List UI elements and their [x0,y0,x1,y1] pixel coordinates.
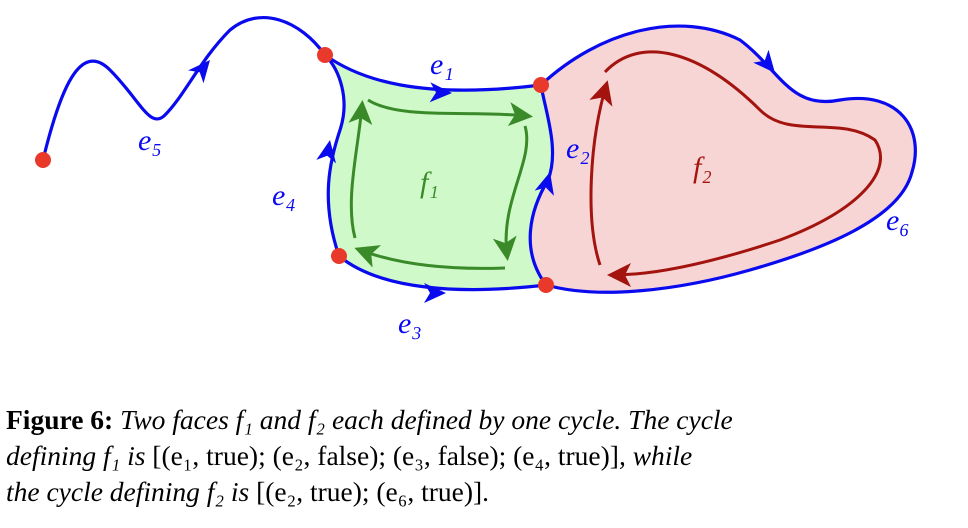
face-f2-cycle [589,50,882,287]
arrow-e4-icon [316,140,337,164]
label-e5: e₅ [138,124,162,157]
edge-e1 [324,53,542,92]
figure-caption: Figure 6: Two faces f₁ and f₂ each defin… [6,402,966,510]
arrow-e3-icon [424,283,446,303]
arrow-e6-icon [753,49,775,73]
label-e6: e₆ [886,204,910,237]
edge-e3 [337,254,547,292]
caption-text: . [482,476,490,507]
caption-text: the cycle defining f₂ is [6,476,257,507]
caption-label: Figure 6: [6,404,114,435]
edge-e4 [323,53,346,257]
face-f2 [530,26,916,293]
vertex [331,248,347,264]
label-e1: e₁ [430,48,454,81]
label-e4: e₄ [272,179,296,212]
caption-text: Two faces f₁ and f₂ each defined by one … [113,404,733,435]
caption-math: [(e₁, true); (e₂, false); (e₃, false); (… [152,440,619,471]
label-f2: f₂ [693,151,712,184]
vertex [533,77,549,93]
face-f1-cycle [348,98,533,270]
label-e3: e₃ [398,307,422,340]
vertex [317,47,333,63]
arrow-e1-icon [429,82,452,103]
arrow-e5-icon [188,60,210,84]
label-f1: f₁ [420,166,439,199]
faces-diagram: e₁ e₂ e₃ e₄ e₅ e₆ f₁ f₂ [35,15,917,340]
caption-text: , while [618,440,693,471]
caption-math: [(e₂, true); (e₆, true)] [256,476,483,507]
edge-e5 [41,15,327,161]
vertex [538,277,554,293]
arrow-e2-icon [534,172,554,196]
label-e2: e₂ [566,132,590,165]
vertex [35,152,51,168]
edge-e6 [539,24,917,294]
caption-text: defining f₁ is [6,440,153,471]
